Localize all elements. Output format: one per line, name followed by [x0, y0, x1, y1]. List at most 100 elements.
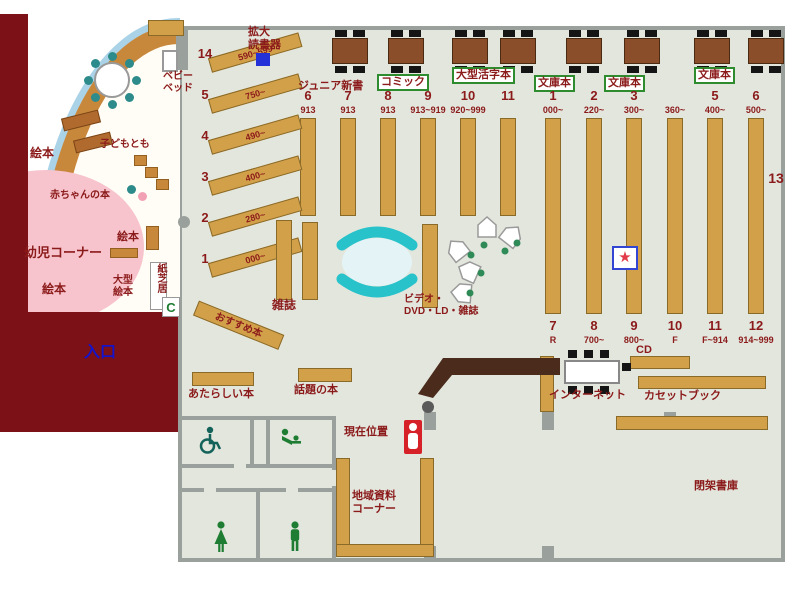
label-kids-table: 子どもとも: [100, 139, 150, 150]
bookshelf: [748, 118, 764, 314]
pillar: [424, 412, 436, 430]
marker-head: [409, 423, 417, 431]
label-cd: CD: [636, 344, 652, 356]
shelf-number: 3: [201, 169, 209, 184]
shelf-range: 913~919: [410, 105, 446, 115]
shelf-number: 3: [630, 88, 638, 103]
bookshelf: [545, 118, 561, 314]
bookshelf: [192, 372, 254, 386]
chair: [391, 30, 403, 37]
shelf-range: 913: [340, 105, 356, 115]
shelf-number: 2: [590, 88, 598, 103]
reading-table: [694, 38, 730, 64]
shelf-number: 1: [549, 88, 557, 103]
wall: [178, 416, 334, 420]
chair: [455, 30, 467, 37]
reading-table: [566, 38, 602, 64]
wall: [178, 464, 234, 468]
shelf-number: 9: [424, 88, 432, 103]
shelf-range: 800~: [623, 335, 645, 345]
bookshelf: [422, 224, 438, 308]
wall: [246, 464, 334, 468]
left-outer-wall: [0, 14, 28, 346]
label-large-print: 大型活字本: [452, 67, 515, 84]
shelf-range: 220~: [583, 105, 605, 115]
chair: [645, 66, 657, 73]
shelf-range: 913: [300, 105, 316, 115]
chair-dot: [125, 59, 134, 68]
bookshelf: [420, 458, 434, 554]
label-comic: コミック: [377, 74, 429, 91]
bookshelf: [586, 118, 602, 314]
bookshelf: [340, 118, 356, 216]
chair: [645, 30, 657, 37]
bookshelf: [336, 458, 350, 550]
bookshelf: [630, 356, 690, 369]
chair: [353, 66, 365, 73]
shelf-number: 8: [384, 88, 392, 103]
shelf-range: 360~: [664, 105, 686, 115]
label-bunko-3: 文庫本: [694, 67, 735, 84]
shelf-number: 11: [501, 88, 515, 103]
shelf-range: 300~: [623, 105, 645, 115]
pillar: [542, 412, 554, 430]
shelf-number: 11: [708, 318, 722, 333]
label-picture-books-3: 絵本: [42, 282, 67, 296]
pillar: [178, 216, 190, 228]
shelf-number: 4: [201, 128, 209, 143]
chair: [587, 66, 599, 73]
chair: [627, 66, 639, 73]
shelf-number: 7: [549, 318, 557, 333]
bookshelf: [336, 544, 434, 557]
chair: [503, 30, 515, 37]
shelf-range: 500~: [745, 105, 767, 115]
magnifier-device-icon: [256, 53, 270, 66]
chair: [751, 30, 763, 37]
kamishibai-label: 紙芝居: [155, 263, 166, 293]
shelf-number: 5: [711, 88, 719, 103]
label-baby-bed: ベビー ベッド: [163, 71, 193, 94]
shelf-number: 2: [201, 210, 209, 225]
label-junior-shinsho: ジュニア新書: [298, 80, 364, 92]
chair: [584, 350, 593, 358]
shelf-number: 6: [752, 88, 760, 103]
bookshelf: [460, 118, 476, 216]
kids-shelf: [156, 179, 169, 190]
kids-shelf: [145, 167, 158, 178]
stool: [127, 185, 136, 194]
chair: [521, 66, 533, 73]
shelf-number: 9: [630, 318, 638, 333]
reading-table: [500, 38, 536, 64]
label-internet: インターネット: [549, 389, 626, 401]
chair: [584, 386, 593, 394]
wall: [298, 488, 334, 492]
shelf-range: 920~999: [450, 105, 486, 115]
baby-bed: [162, 50, 178, 72]
chair-dot: [132, 76, 141, 85]
bookshelf: [148, 20, 184, 36]
chair: [587, 30, 599, 37]
chair: [409, 30, 421, 37]
label-bunko-1: 文庫本: [534, 75, 575, 92]
label-picture-books-2: 絵本: [117, 231, 139, 243]
bookshelf: [540, 356, 554, 412]
kids-shelf: [110, 248, 138, 258]
chair-dot: [108, 52, 117, 61]
bookshelf: [667, 118, 683, 314]
chair-dot: [91, 59, 100, 68]
reading-table: [388, 38, 424, 64]
chair-dot: [125, 93, 134, 102]
shelf-number: 6: [304, 88, 312, 103]
shelf-number: 14: [197, 46, 213, 61]
shelf-range: 914~999: [738, 335, 774, 345]
shelf-number: 8: [590, 318, 598, 333]
wall: [178, 488, 204, 492]
shelf-range: 913: [380, 105, 396, 115]
reading-table: [332, 38, 368, 64]
label-picture-books-1: 絵本: [30, 146, 55, 160]
shelf-range: F: [672, 335, 678, 345]
bookshelf: [276, 220, 292, 300]
bookshelf: [420, 118, 436, 216]
label-large-picture-books: 大型 絵本: [113, 275, 133, 298]
